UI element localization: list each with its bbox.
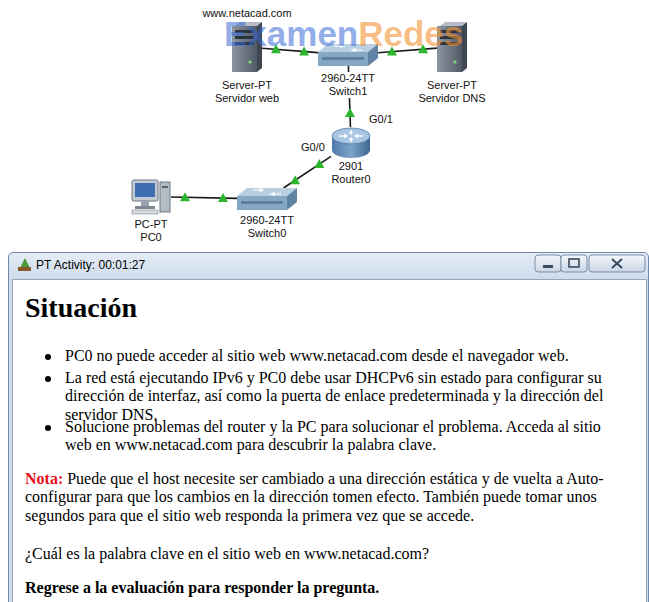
note-paragraph: Nota:Puede que el host necesite ser camb… <box>25 470 613 525</box>
watermark-text: Examen <box>224 14 358 53</box>
router-icon <box>331 127 371 159</box>
paragraph: PC0 no puede acceder al sitio web www.ne… <box>65 347 613 365</box>
network-device: PC-PT PC0 <box>131 178 171 215</box>
window-title: PT Activity: 00:01:27 <box>36 258 145 273</box>
network-device: 2901 Router0 <box>331 127 371 159</box>
activity-window: Nota:Puede que el host necesite ser camb… <box>8 252 649 602</box>
note-label: Nota: <box>25 470 63 487</box>
watermark-text: Redes <box>358 14 463 53</box>
bullet-dot <box>45 376 51 382</box>
paragraph: ¿Cuál es la palabra clave en el sitio we… <box>25 545 615 563</box>
bullet-dot <box>45 425 51 431</box>
interface-label: G0/0 <box>300 141 326 154</box>
device-label: 2960-24TT Switch1 <box>312 72 384 98</box>
link-light <box>314 159 324 168</box>
link-light <box>180 192 190 201</box>
network-link <box>284 156 332 188</box>
switch-icon <box>237 188 297 210</box>
device-label: 2901 Router0 <box>327 160 375 186</box>
bullet-dot <box>45 354 51 360</box>
paragraph: Regrese a la evaluación para responder l… <box>25 579 615 597</box>
pc-icon <box>131 178 171 215</box>
paragraph: Solucione problemas del router y la PC p… <box>65 418 613 455</box>
interface-label: G0/1 <box>368 113 394 126</box>
link-light <box>345 108 355 117</box>
network-device: 2960-24TT Switch0 <box>237 188 297 210</box>
heading: Situación <box>25 292 137 324</box>
link-light <box>218 193 228 202</box>
device-label: Server-PT Servidor DNS <box>410 79 494 105</box>
network-link <box>171 197 237 198</box>
device-label: Server-PT Servidor web <box>206 79 288 105</box>
device-label: 2960-24TT Switch0 <box>231 214 303 240</box>
watermark: ExamenRedes <box>224 14 463 54</box>
paragraph: La red está ejecutando IPv6 y PC0 debe u… <box>65 369 613 424</box>
link-light <box>290 175 300 184</box>
device-label: PC-PT PC0 <box>130 218 172 244</box>
note-text: Puede que el host necesite ser cambiado … <box>25 470 603 524</box>
